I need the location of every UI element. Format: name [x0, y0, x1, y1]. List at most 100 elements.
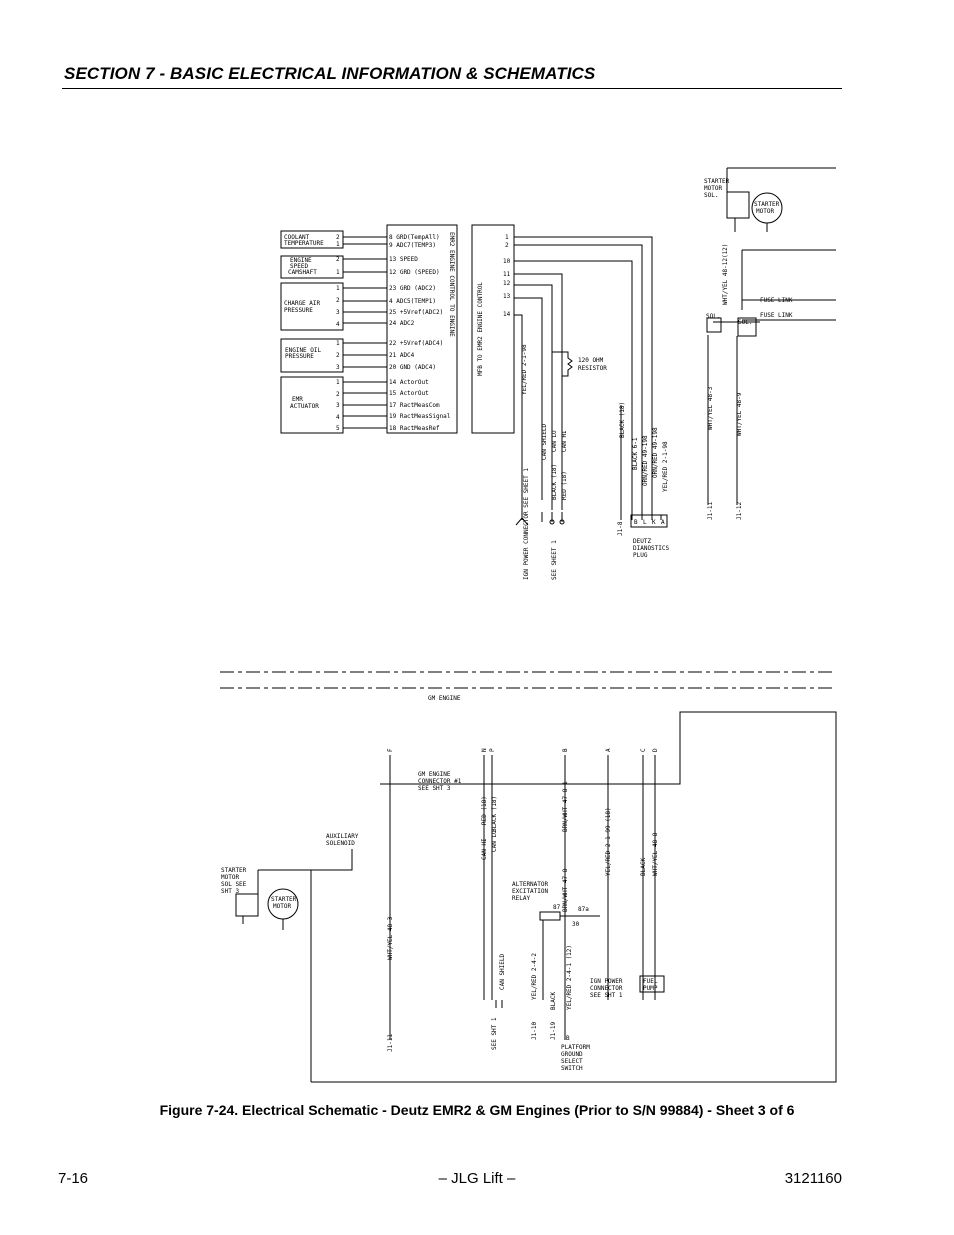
gm-conn-pin: D [652, 748, 659, 752]
charge-pin-4: 4 [336, 321, 340, 328]
charge-pin-1: 1 [336, 285, 340, 292]
actuator-label-2: ACTUATOR [290, 403, 319, 410]
wire-label: BRN/WHT 47-8-1 [562, 781, 569, 832]
emr2-pin-label: 8 GRD(TempAll) [389, 234, 440, 241]
gm-conn-pin: N [481, 748, 488, 752]
gm-starter-sol-label-3: SOL SEE [221, 881, 247, 888]
coolant-temp-box [280, 230, 344, 249]
gm-ign-label-3: SEE SHT 1 [590, 992, 623, 999]
emr2-pin-label: 20 GND (ADC4) [389, 364, 436, 371]
mfb-pin: 13 [503, 293, 511, 300]
mfb-pin: 11 [503, 271, 511, 278]
wire-label: YEL/RED 2-1-98 [662, 441, 669, 492]
charge-label-1: CHARGE AIR [284, 300, 321, 307]
emr2-pin-label: 13 SPEED [389, 256, 418, 263]
starter-sol-label-1: STARTER [704, 178, 730, 185]
section-title: SECTION 7 - BASIC ELECTRICAL INFORMATION… [64, 64, 596, 83]
actuator-pin-2: 2 [336, 391, 340, 398]
oil-label-2: PRESSURE [285, 353, 314, 360]
emr2-vertical-label: EMR2 ENGINE CONTROL TO ENGINE [448, 232, 455, 337]
wire-label: CAN LO [551, 430, 558, 452]
gm-connector-label-1: GM ENGINE [418, 771, 451, 778]
gm-engine-title: GM ENGINE [428, 695, 461, 702]
charge-pin-3: 3 [336, 309, 340, 316]
gm-ign-label-2: CONNECTOR [590, 985, 623, 992]
emr2-pin-label: 9 ADC7(TEMP3) [389, 242, 436, 249]
see-sheet-label: SEE SHEET 1 [551, 540, 558, 580]
charge-pin-2: 2 [336, 297, 340, 304]
resistor-label-2: RESISTOR [578, 365, 607, 372]
relay-pin: 87a [578, 906, 589, 913]
emr2-pin-label: 17 RactMeasCom [389, 402, 440, 409]
sol-label: SOL. [738, 319, 752, 326]
emr2-pin-label: 19 RactMeasSignal [389, 413, 451, 420]
actuator-pin-5: 5 [336, 425, 340, 432]
diag-label-2: DIANOSTICS [633, 545, 670, 552]
wire-label: WHT/YEL 48-3 [707, 386, 714, 430]
wire-label: CAN LO [491, 830, 498, 852]
wire-label: CAN HI [561, 430, 568, 452]
emr2-box [386, 224, 458, 434]
wire-label: CAN SHIELD [499, 953, 506, 990]
wire-label: WHT/YEL 48-8 [652, 832, 659, 876]
emr2-pin-label: 15 ActorOut [389, 390, 429, 397]
diag-pin: B [634, 519, 638, 526]
gm-ign-label-1: IGN POWER [590, 978, 623, 985]
emr2-pin-label: 12 GRD (SPEED) [389, 269, 440, 276]
mfb-pin: 1 [505, 234, 509, 241]
wire-label: CAN HI [481, 838, 488, 860]
aux-sol-label-2: SOLENOID [326, 840, 355, 847]
platform-switch-label-4: SWITCH [561, 1065, 583, 1072]
emr2-pin-label: 23 GRD (ADC2) [389, 285, 436, 292]
mfb-pin: 12 [503, 280, 511, 287]
relay-pin: 87 [553, 904, 561, 911]
oil-pin-2: 2 [336, 352, 340, 359]
speed-label-1: ENGINE [290, 257, 312, 264]
oil-pin-3: 3 [336, 364, 340, 371]
relay-pin: 30 [572, 921, 580, 928]
wire-label: RED (18) [561, 471, 568, 500]
gm-conn-pin: A [605, 748, 612, 752]
aux-sol-label-1: AUXILIARY [326, 833, 359, 840]
doc-number: 3121160 [784, 1170, 842, 1187]
actuator-pin-3: 3 [336, 402, 340, 409]
actuator-pin-4: 4 [336, 414, 340, 421]
actuator-label-1: EMR [292, 396, 303, 403]
starter-sol-label-2: MOTOR [704, 185, 722, 192]
diag-label-1: DEUTZ [633, 538, 651, 545]
wire-label: BLACK [640, 858, 647, 876]
resistor-label-1: 120 OHM [578, 357, 604, 364]
header-rule [62, 88, 842, 89]
mfb-box [471, 224, 515, 434]
j1-11-label: J1-11 [387, 1034, 394, 1052]
starter-sol-label-3: SOL. [704, 192, 718, 199]
diag-pin: L [643, 519, 647, 526]
emr2-pin-label: 4 ADC5(TEMP1) [389, 298, 436, 305]
j1-10-label: J1-10 [531, 1022, 538, 1040]
emr2-pin-label: 14 ActorOut [389, 379, 429, 386]
coolant-pin-1: 1 [336, 241, 340, 248]
figure-caption: Figure 7-24. Electrical Schematic - Deut… [159, 1102, 795, 1118]
wire-label: YEL/RED 2-4-2 [531, 953, 538, 1000]
platform-switch-pin: B [566, 1035, 570, 1042]
diag-plug-box [630, 514, 668, 528]
wire-label: YEL/RED 2-1-98 [521, 344, 528, 395]
wire-label: CAN SHIELD [541, 423, 548, 460]
diag-label-3: PLUG [633, 552, 648, 559]
gm-connector-label-3: SEE SHT 3 [418, 785, 451, 792]
diag-pin: A [661, 519, 665, 526]
speed-label-3: CAMSHAFT [288, 269, 317, 276]
fuse-link-label: FUSE LINK [760, 312, 793, 319]
emr2-pin-label: 22 +5Vref(ADC4) [389, 340, 443, 347]
alt-relay-label-2: EXCITATION [512, 888, 549, 895]
ign-power-label: IGN POWER CONNECTOR SEE SHEET 1 [523, 468, 530, 580]
emr2-pin-label: 21 ADC4 [389, 352, 415, 359]
footer-center: – JLG Lift – [438, 1170, 516, 1187]
starter-motor-label-1: STARTER [754, 201, 780, 208]
coolant-pin-2: 2 [336, 234, 340, 241]
platform-switch-label-3: SELECT [561, 1058, 583, 1065]
mfb-pin: 10 [503, 258, 511, 265]
wire-label: BLACK (18) [619, 402, 626, 438]
engine-speed-box [280, 255, 344, 279]
